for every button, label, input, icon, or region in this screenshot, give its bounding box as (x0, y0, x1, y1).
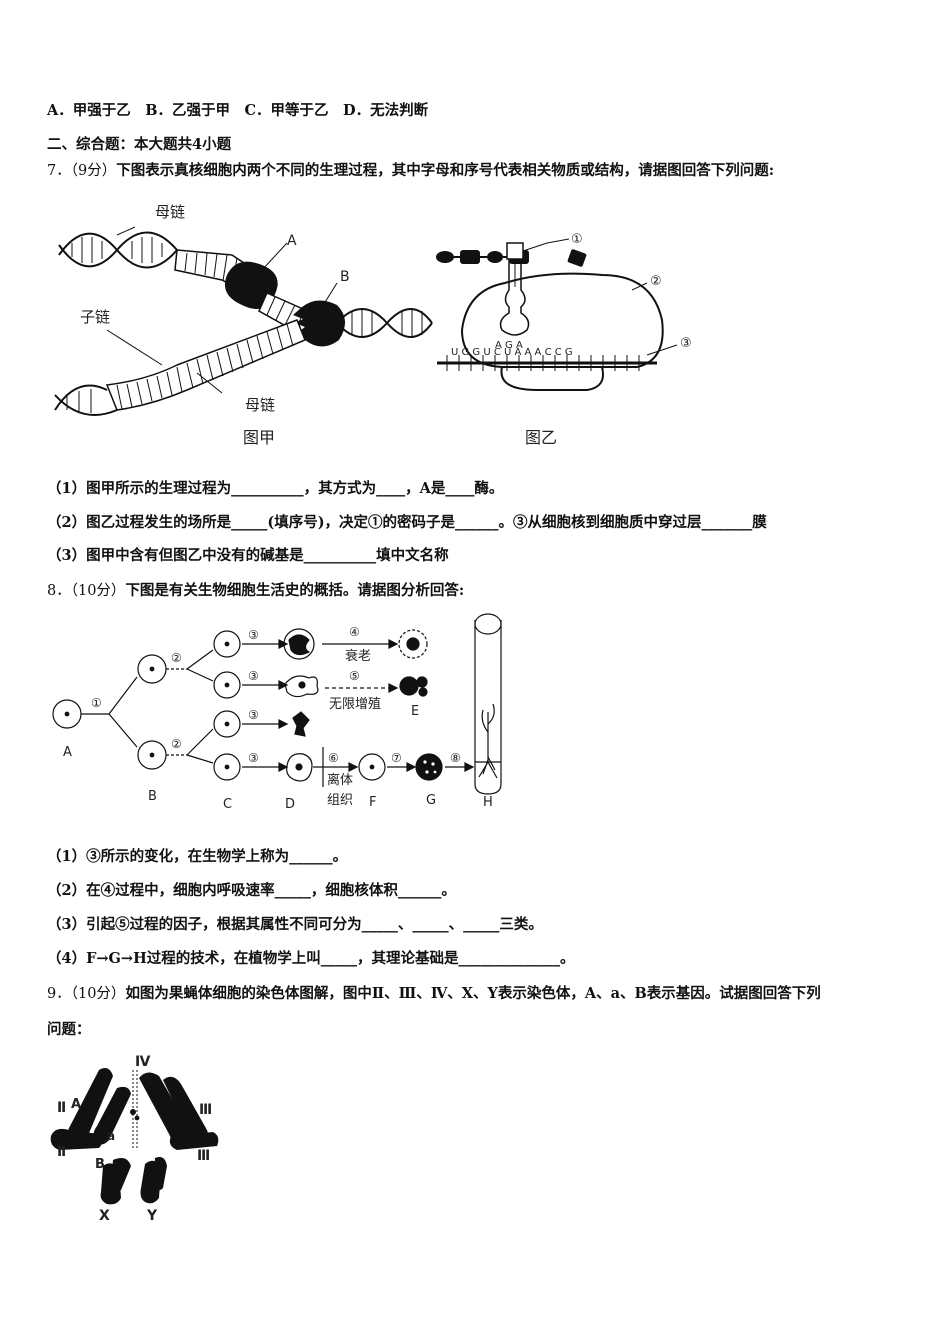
label-A: A (287, 233, 297, 249)
fig8-H: H (483, 795, 493, 810)
fig8-n8: ⑧ (450, 751, 461, 765)
fig8-n7: ⑦ (391, 751, 402, 765)
translation-diagram: ① ② ③ A G A U G G U C U A A A C C G 图乙 (436, 232, 692, 447)
label-anticodon: A G A (495, 340, 523, 351)
fig9-III-top: Ⅲ (199, 1102, 212, 1118)
q8-sub4: （4）F→G→H过程的技术，在植物学上叫_____，其理论基础是________… (47, 950, 575, 967)
fig8-n2b: ② (171, 737, 182, 751)
section-heading: 二、综合题：本大题共4小题 (47, 136, 232, 153)
dna-replication-diagram: 母链 A B 子链 母链 图甲 (54, 203, 433, 447)
q8-number: 8．（10分） (47, 583, 126, 599)
fig9-II-bottom: Ⅱ (57, 1144, 66, 1160)
options-line: A．甲强于乙 B．乙强于甲 C．甲等于乙 D．无法判断 (47, 102, 429, 119)
fig8-n5: ⑤ (349, 669, 360, 683)
fig9-X: X (99, 1208, 110, 1224)
fig8-n3d: ③ (248, 751, 259, 765)
label-child-strand: 子链 (80, 308, 110, 326)
figure-9: Ⅳ Ⅱ A a Ⅲ Ⅱ Ⅲ B X Y (50, 1054, 219, 1224)
fig8-n2a: ② (171, 651, 182, 665)
q8-sub3: （3）引起⑤过程的因子，根据其属性不同可分为_____、_____、_____三… (47, 916, 543, 933)
q8-sub2: （2）在④过程中，细胞内呼吸速率_____，细胞核体积______。 (47, 882, 456, 899)
label-mrna-sequence: U G G U C U A A A C C G (451, 347, 573, 358)
caption-jia: 图甲 (243, 428, 275, 447)
question-7: 7．（9分）下图表示真核细胞内两个不同的生理过程，其中字母和序号代表相关物质或结… (47, 161, 774, 181)
fig8-n4: ④ (349, 625, 360, 639)
question-8: 8．（10分）下图是有关生物细胞生活史的概括。请据图分析回答: (47, 581, 464, 601)
fig9-IV: Ⅳ (135, 1054, 151, 1070)
fig9-gene-a: a (107, 1129, 115, 1143)
fig8-F: F (369, 795, 376, 810)
fig8-isolated: 离体 (327, 772, 353, 788)
label-c3: ③ (680, 336, 692, 351)
fig8-C: C (223, 797, 232, 812)
label-B: B (340, 269, 350, 285)
label-parent-strand-top: 母链 (155, 203, 185, 221)
q9-stem-cont: 问题： (47, 1021, 91, 1038)
fig8-unlimited: 无限增殖 (329, 696, 381, 712)
fig8-n3b: ③ (248, 669, 259, 683)
fig9-Y: Y (146, 1208, 158, 1224)
fig8-A: A (63, 745, 72, 760)
label-parent-strand-bottom: 母链 (245, 396, 275, 414)
q7-number: 7．（9分） (47, 163, 117, 179)
fig8-n6: ⑥ (328, 751, 339, 765)
q7-stem: 下图表示真核细胞内两个不同的生理过程，其中字母和序号代表相关物质或结构，请据图回… (116, 162, 775, 179)
q7-sub3: （3）图甲中含有但图乙中没有的碱基是__________填中文名称 (47, 547, 449, 564)
question-9: 9．（10分）如图为果蝇体细胞的染色体图解，图中Ⅱ、Ⅲ、Ⅳ、X、Y表示染色体，A… (47, 984, 821, 1004)
q7-sub2: （2）图乙过程发生的场所是_____(填序号)，决定①的密码子是______。③… (47, 514, 767, 531)
q9-number: 9．（10分） (47, 986, 126, 1002)
fig9-II-top: Ⅱ (57, 1100, 66, 1116)
fig8-E: E (411, 704, 419, 719)
fig8-n1: ① (91, 696, 102, 710)
fig9-III-bottom: Ⅲ (197, 1148, 210, 1164)
fig8-D: D (285, 797, 295, 812)
q8-stem: 下图是有关生物细胞生活史的概括。请据图分析回答: (125, 582, 465, 599)
fig9-gene-A: A (71, 1097, 81, 1112)
q8-sub1: （1）③所示的变化，在生物学上称为______。 (47, 848, 348, 865)
q9-stem: 如图为果蝇体细胞的染色体图解，图中Ⅱ、Ⅲ、Ⅳ、X、Y表示染色体，A、a、B表示基… (125, 985, 821, 1002)
fig9-gene-B: B (95, 1157, 105, 1172)
fig8-n3a: ③ (248, 628, 259, 642)
label-c1: ① (571, 232, 583, 247)
fig8-tissue: 组织 (327, 793, 353, 808)
q7-sub1: （1）图甲所示的生理过程为__________，其方式为____，A是____酶… (47, 480, 504, 497)
figure-8: ① ② ② ③ ③ ③ ③ ④ 衰老 ⑤ 无限增殖 ⑥ 离体 组织 ⑦ ⑧ A … (52, 613, 502, 812)
fig8-G: G (426, 793, 436, 808)
fig8-aging: 衰老 (345, 648, 371, 664)
label-c2: ② (650, 274, 662, 289)
fig8-n3c: ③ (248, 708, 259, 722)
caption-yi: 图乙 (525, 428, 557, 447)
figure-7: 母链 A B 子链 母链 图甲 (54, 203, 692, 447)
fig8-B: B (148, 789, 157, 804)
